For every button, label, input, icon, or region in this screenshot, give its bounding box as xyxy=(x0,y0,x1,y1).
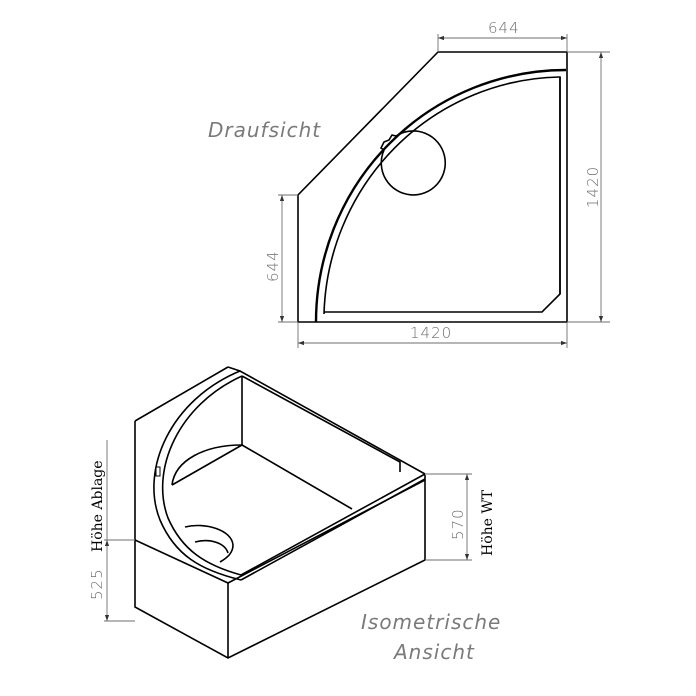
iso-view-title-line2: Ansicht xyxy=(392,640,475,664)
iso-basin-curve xyxy=(171,444,243,486)
iso-arc-inner xyxy=(161,375,243,576)
dim-label: 525 xyxy=(88,568,106,600)
dim-label: 644 xyxy=(264,250,282,282)
iso-left-back-panel xyxy=(134,366,229,540)
iso-lower-box-edge xyxy=(134,539,229,584)
dim-label: 644 xyxy=(488,19,520,37)
iso-arc-outer xyxy=(153,370,242,581)
iso-tab xyxy=(155,466,161,477)
dim-shelf-height: 525 Höhe Ablage xyxy=(88,440,135,622)
iso-basin-floor xyxy=(171,444,353,510)
iso-view-title-line1: Isometrische xyxy=(361,610,501,634)
top-view-arc-rim xyxy=(314,68,567,323)
top-view-title: Draufsicht xyxy=(208,118,321,142)
isometric-view: 525 Höhe Ablage 570 Höhe WT Isometrische… xyxy=(88,366,501,664)
dim-right-1420: 1420 xyxy=(567,51,610,323)
iso-rim-line xyxy=(240,478,426,581)
dim-bottom-1420: 1420 xyxy=(297,322,568,348)
dim-left-644: 644 xyxy=(264,194,298,323)
dim-label: 1420 xyxy=(584,166,602,208)
top-view-outer-outline xyxy=(297,51,568,323)
iso-rim-line xyxy=(240,473,426,576)
dim-label: 1420 xyxy=(410,324,452,342)
basin-height-label: Höhe WT xyxy=(480,489,496,556)
iso-back-top-edge xyxy=(227,366,426,475)
dim-top-644: 644 xyxy=(437,19,568,52)
shelf-height-label: Höhe Ablage xyxy=(90,460,106,552)
drain-circle xyxy=(379,130,447,196)
iso-drain xyxy=(184,524,234,563)
top-view: Draufsicht 644 1420 644 1420 xyxy=(208,19,610,348)
dim-label: 570 xyxy=(449,508,467,540)
iso-inner-back-edge xyxy=(241,375,401,472)
dim-basin-height: 570 Höhe WT xyxy=(425,473,496,561)
top-view-basin-outline xyxy=(323,76,561,315)
